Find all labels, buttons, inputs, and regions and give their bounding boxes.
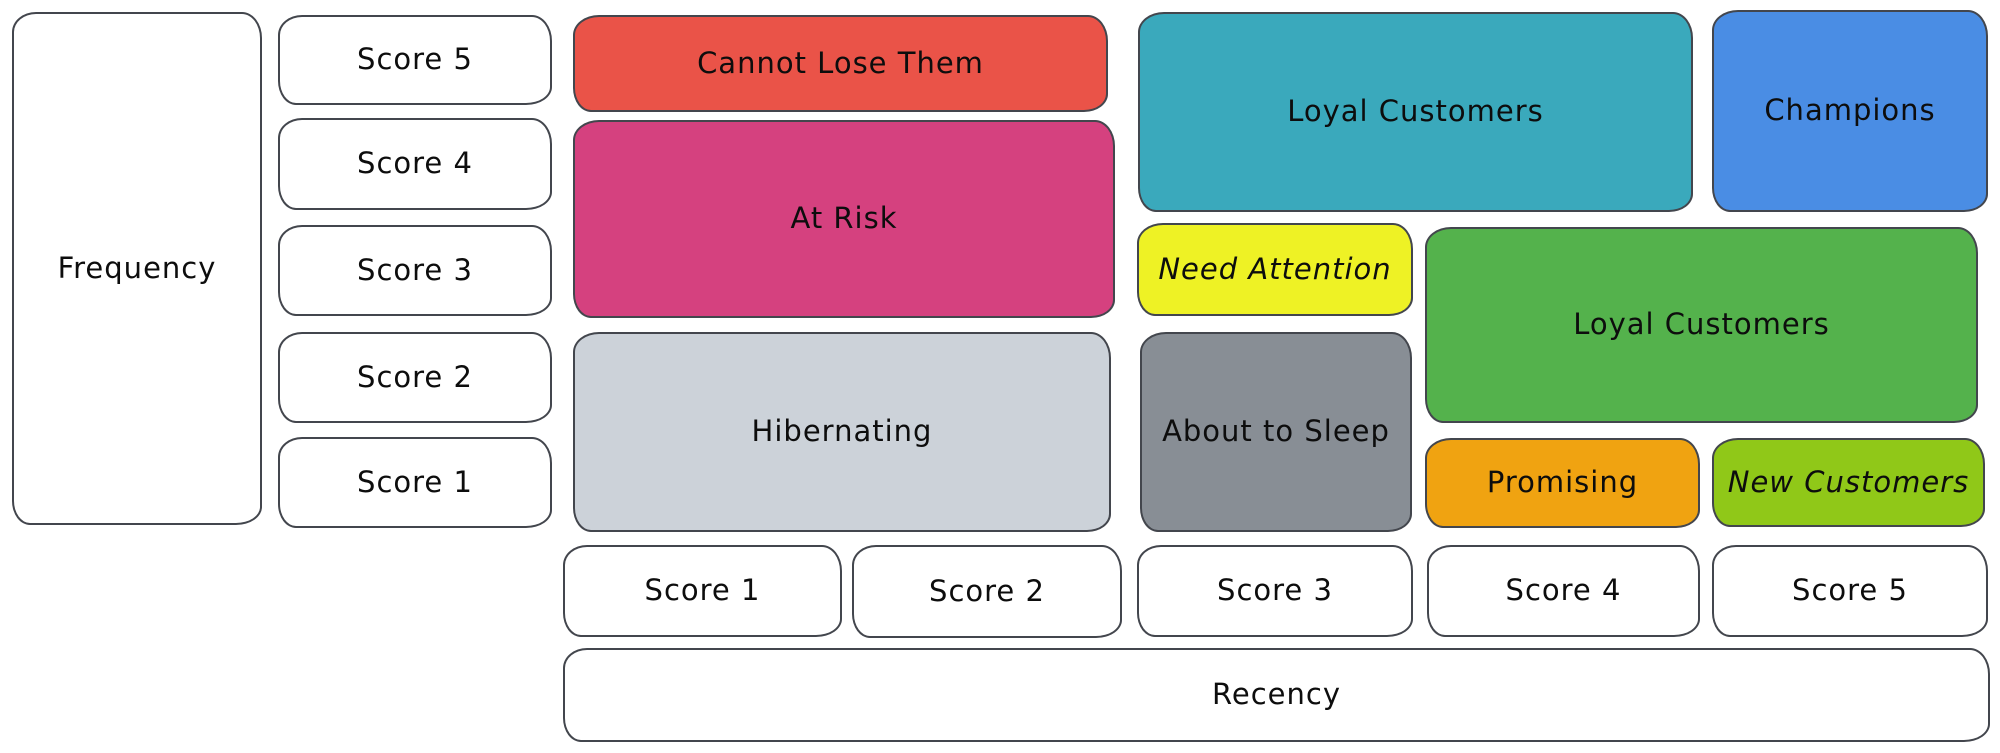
- segment-hibernating-label: Hibernating: [751, 414, 933, 449]
- frequency-score-3: Score 3: [278, 225, 552, 316]
- segment-new-customers-label: New Customers: [1727, 464, 1970, 499]
- frequency-axis-label: Frequency: [57, 250, 217, 285]
- segment-need-attention: Need Attention: [1137, 223, 1413, 316]
- segment-cannot-lose-them-label: Cannot Lose Them: [697, 45, 984, 80]
- segment-champions: Champions: [1712, 10, 1988, 212]
- frequency-score-4-label: Score 4: [357, 146, 473, 181]
- recency-score-4: Score 4: [1427, 545, 1700, 637]
- frequency-axis-label-box: Frequency: [12, 12, 262, 525]
- segment-about-to-sleep: About to Sleep: [1140, 332, 1412, 532]
- frequency-score-1: Score 1: [278, 437, 552, 528]
- frequency-score-1-label: Score 1: [357, 464, 473, 499]
- frequency-score-3-label: Score 3: [357, 252, 473, 287]
- segment-cannot-lose-them: Cannot Lose Them: [573, 15, 1108, 112]
- segment-at-risk: At Risk: [573, 120, 1115, 318]
- recency-score-3-label: Score 3: [1217, 573, 1333, 608]
- frequency-score-2: Score 2: [278, 332, 552, 423]
- frequency-score-2-label: Score 2: [357, 359, 473, 394]
- recency-axis-label-box: Recency: [563, 648, 1990, 742]
- recency-axis-label: Recency: [1212, 677, 1341, 712]
- recency-score-3: Score 3: [1137, 545, 1413, 637]
- frequency-score-5: Score 5: [278, 15, 552, 105]
- segment-loyal-customers-green-label: Loyal Customers: [1573, 307, 1830, 342]
- segment-loyal-customers-teal: Loyal Customers: [1138, 12, 1693, 212]
- recency-score-2: Score 2: [852, 545, 1122, 638]
- segment-new-customers: New Customers: [1712, 438, 1985, 527]
- frequency-score-5-label: Score 5: [357, 42, 473, 77]
- segment-hibernating: Hibernating: [573, 332, 1111, 532]
- recency-score-1-label: Score 1: [644, 573, 761, 608]
- recency-score-1: Score 1: [563, 545, 842, 637]
- recency-score-5-label: Score 5: [1792, 573, 1908, 608]
- recency-score-5: Score 5: [1712, 545, 1988, 637]
- segment-promising-label: Promising: [1486, 465, 1639, 500]
- recency-score-4-label: Score 4: [1505, 573, 1622, 608]
- segment-promising: Promising: [1425, 438, 1700, 528]
- frequency-score-4: Score 4: [278, 118, 552, 210]
- segment-about-to-sleep-label: About to Sleep: [1162, 414, 1390, 449]
- segment-loyal-customers-teal-label: Loyal Customers: [1287, 94, 1544, 129]
- segment-loyal-customers-green: Loyal Customers: [1425, 227, 1978, 423]
- segment-need-attention-label: Need Attention: [1158, 251, 1392, 286]
- recency-score-2-label: Score 2: [929, 573, 1045, 608]
- segment-champions-label: Champions: [1764, 93, 1936, 128]
- segment-at-risk-label: At Risk: [790, 201, 898, 236]
